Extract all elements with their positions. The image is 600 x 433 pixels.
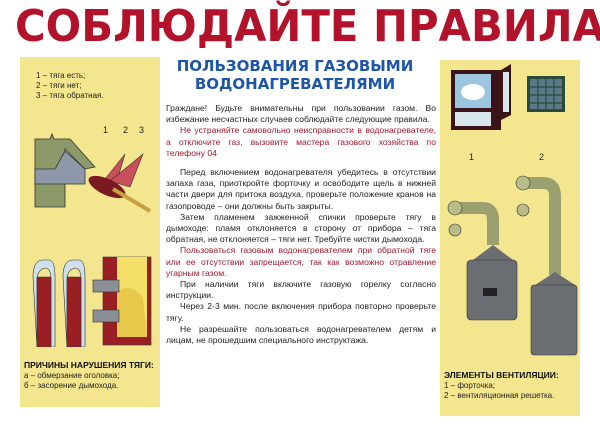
rule-paragraph: Через 2-3 мин. после включения прибора п… xyxy=(166,301,436,323)
subtitle-line: ПОЛЬЗОВАНИЯ ГАЗОВЫМИ xyxy=(176,57,414,75)
flame-label-3: 3 xyxy=(139,125,144,135)
ventilation-illustration: 1 2 xyxy=(447,64,578,356)
caption-item: 1 – форточка; xyxy=(444,381,496,390)
draft-legend: 1 – тяга есть; 2 – тяги нет; 3 – тяга об… xyxy=(36,71,104,101)
rule-paragraph-warning: Не устраняйте самовольно неисправности в… xyxy=(166,125,436,158)
draft-causes-caption: ПРИЧИНЫ НАРУШЕНИЯ ТЯГИ: а – обмерзание о… xyxy=(24,360,154,391)
caption-title: ПРИЧИНЫ НАРУШЕНИЯ ТЯГИ: xyxy=(24,360,154,370)
page-subtitle: ПОЛЬЗОВАНИЯ ГАЗОВЫМИ ВОДОНАГРЕВАТЕЛЯМИ xyxy=(150,57,440,93)
match-flame-illustration: 1 2 3 xyxy=(34,125,152,213)
left-panel-draft: 1 – тяга есть; 2 – тяги нет; 3 – тяга об… xyxy=(20,57,160,407)
flame-labels: 1 2 3 xyxy=(103,125,144,135)
caption-item: а – обмерзание оголовка; xyxy=(24,371,120,380)
chimney-causes-illustration xyxy=(32,256,152,347)
rules-text: Граждане! Будьте внимательны при пользов… xyxy=(166,103,436,346)
ventilation-caption: ЭЛЕМЕНТЫ ВЕНТИЛЯЦИИ: 1 – форточка; 2 – в… xyxy=(444,370,559,401)
rule-paragraph-warning: Пользоваться газовым водонагревателем пр… xyxy=(166,245,436,278)
caption-item: 2 – вентиляционная решетка. xyxy=(444,391,555,400)
caption-item: б – засорение дымохода. xyxy=(24,381,119,390)
rule-paragraph: Перед включением водонагревателя убедите… xyxy=(166,167,436,211)
vent-label-2: 2 xyxy=(539,152,544,162)
rule-paragraph: Затем пламенем зажженной спички проверьт… xyxy=(166,211,436,245)
subtitle-line: ВОДОНАГРЕВАТЕЛЯМИ xyxy=(194,75,396,93)
right-panel-ventilation: 1 2 ЭЛЕМЕНТЫ ВЕНТИЛЯЦИИ: 1 – форточка; 2… xyxy=(440,60,580,416)
flame-label-2: 2 xyxy=(123,125,128,135)
rule-paragraph: Не разрешайте пользоваться водонагревате… xyxy=(166,323,436,346)
caption-title: ЭЛЕМЕНТЫ ВЕНТИЛЯЦИИ: xyxy=(444,370,559,380)
rule-paragraph: Граждане! Будьте внимательны при пользов… xyxy=(166,103,436,125)
legend-item: 3 – тяга обратная. xyxy=(36,91,104,100)
flame-label-1: 1 xyxy=(103,125,108,135)
legend-item: 2 – тяги нет; xyxy=(36,81,82,90)
vent-label-1: 1 xyxy=(469,152,474,162)
page-title: СОБЛЮДАЙТЕ ПРАВИЛА xyxy=(15,1,600,52)
rule-paragraph: При наличии тяги включите газовую горелк… xyxy=(166,279,436,301)
legend-item: 1 – тяга есть; xyxy=(36,71,86,80)
